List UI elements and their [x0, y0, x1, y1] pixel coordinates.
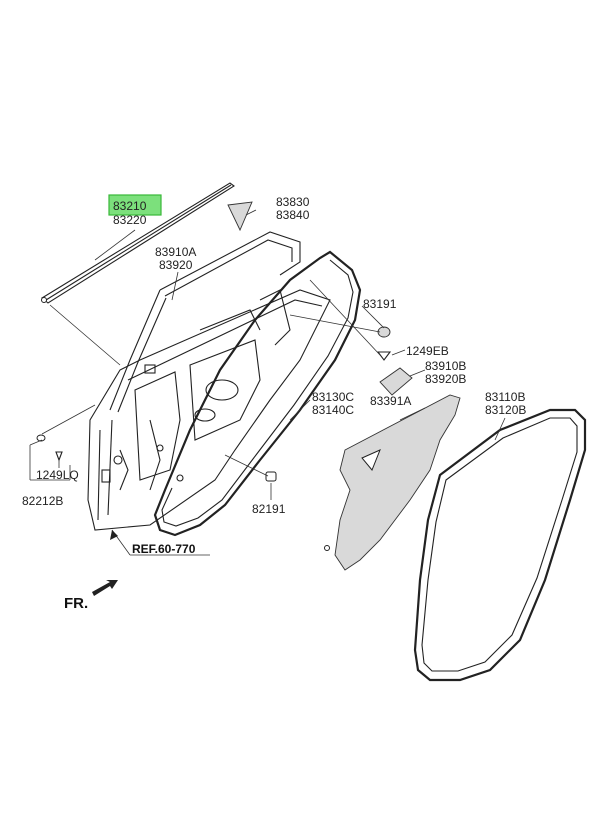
label-83210[interactable]: 83210	[113, 199, 147, 213]
delta-moulding	[227, 201, 253, 232]
sealing-cover-83391A	[324, 394, 461, 571]
screw-1249LQ	[55, 451, 63, 468]
label-83920B[interactable]: 83920B	[425, 372, 466, 386]
label-83191[interactable]: 83191	[363, 297, 397, 311]
label-1249EB[interactable]: 1249EB	[406, 344, 449, 358]
label-83120B[interactable]: 83120B	[485, 403, 526, 417]
label-83220[interactable]: 83220	[113, 213, 147, 227]
door-frame-channel	[109, 231, 301, 413]
belt-moulding-strip	[41, 182, 235, 304]
label-83910A[interactable]: 83910A	[155, 245, 196, 259]
front-direction-arrow-icon	[92, 580, 118, 596]
body-weatherstrip	[413, 408, 587, 682]
door-side-weatherstrip	[153, 250, 362, 537]
trim-83910B	[379, 367, 413, 396]
clip-82212B	[36, 434, 46, 442]
label-83910B[interactable]: 83910B	[425, 359, 466, 373]
clip-82191	[265, 471, 277, 482]
label-82212B[interactable]: 82212B	[22, 494, 63, 508]
selected-part-highlight[interactable]	[108, 194, 162, 216]
part-labels: 83210 83220 83830 83840 83910A 83920 831…	[22, 195, 526, 612]
leader-lines	[29, 209, 506, 556]
label-1249LQ[interactable]: 1249LQ	[36, 468, 79, 482]
label-83391A[interactable]: 83391A	[370, 394, 411, 408]
label-82191[interactable]: 82191	[252, 502, 286, 516]
label-83140C[interactable]: 83140C	[312, 403, 354, 417]
screw-1249EB	[376, 351, 392, 361]
label-ref-60-770[interactable]: REF.60-770	[132, 542, 196, 556]
door-inner-panel	[87, 289, 331, 531]
label-83110B[interactable]: 83110B	[485, 390, 525, 404]
label-83920[interactable]: 83920	[159, 258, 193, 272]
label-83840[interactable]: 83840	[276, 208, 310, 222]
label-front: FR.	[64, 595, 88, 612]
label-83830[interactable]: 83830	[276, 195, 310, 209]
label-83130C[interactable]: 83130C	[312, 390, 354, 404]
